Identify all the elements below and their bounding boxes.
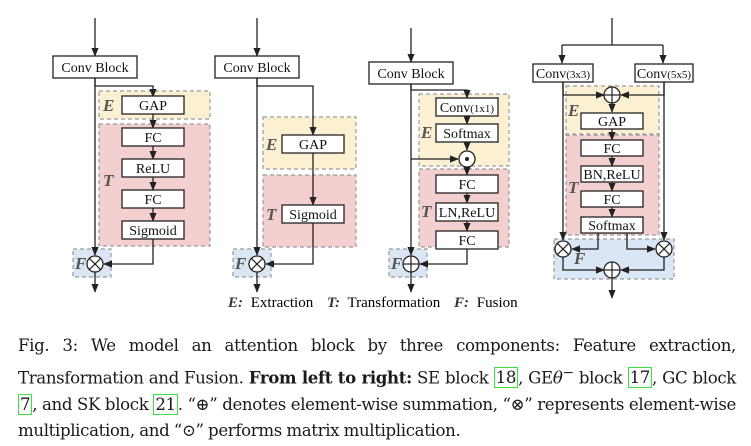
se-t-label: T [103, 171, 114, 190]
gc-conv1x1-box-label: Conv(1x1) [440, 101, 495, 116]
citation-link-21[interactable]: 21 [153, 393, 178, 415]
sk-bn-relu-box-label: BN,ReLU [583, 168, 640, 183]
gc-conv-block-label: Conv Block [377, 67, 444, 82]
ge-e-label: E [265, 135, 277, 154]
ge-conv-block-label: Conv Block [223, 61, 290, 76]
se-e-label: E [102, 96, 114, 115]
sk-attn-left-arrow [571, 233, 599, 253]
sk-multiply-right-operator-stroke [657, 242, 671, 256]
gc-matmul-operator-dot [465, 157, 469, 161]
caption-text-2: SE block [411, 368, 494, 388]
gc-f-label: F [390, 254, 403, 273]
svg-text:E: Extraction T:: E: Extraction T: Transformation F: Fusio… [227, 295, 518, 311]
sk-sum-left-arrow [562, 257, 605, 274]
sk-sum-right-arrow [620, 257, 665, 274]
gc-t-label: T [421, 202, 432, 221]
caption-text-6: , and SK block [32, 394, 154, 414]
sk-t-label: T [568, 178, 579, 197]
sk-e-label: E [567, 101, 579, 120]
gc-fc1-box-label: FC [458, 178, 475, 193]
legend-e-key: E: [227, 295, 243, 311]
citation-link-17[interactable]: 17 [627, 367, 652, 389]
ge-multiply-operator-stroke [250, 257, 264, 271]
sk-conv5x5-box-label: Conv(5x5) [637, 67, 692, 82]
caption-text-3: , GE [518, 368, 553, 388]
se-multiply-operator-stroke [88, 257, 102, 271]
ge-sigmoid-box-label: Sigmoid [289, 208, 336, 223]
se-fc1-box-label: FC [144, 131, 161, 146]
gc-softmax-box-label: Softmax [443, 127, 490, 142]
caption-sup: − [562, 364, 574, 381]
legend-t-text: Transformation [348, 295, 441, 311]
gc-ln-relu-box-label: LN,ReLU [439, 206, 495, 221]
sk-softmax-box-label: Softmax [588, 219, 635, 234]
ge-gap-box-label: GAP [299, 138, 327, 153]
legend-t-key: T: [327, 295, 340, 311]
se-attn-arrow [103, 239, 154, 268]
ge-f-label: F [234, 254, 247, 273]
sk-fc1-box-label: FC [603, 142, 620, 157]
se-relu-box-label: ReLU [136, 162, 170, 177]
gc-e-label: E [420, 123, 432, 142]
caption-prefix: Fig. 3: [18, 336, 78, 355]
se-fc2-box-label: FC [144, 193, 161, 208]
sk-f-label: F [573, 249, 586, 268]
ge-attn-arrow [265, 223, 314, 268]
sk-attn-right-arrow [626, 233, 656, 253]
caption-text-1: We model an attention block by three com… [18, 336, 736, 388]
legend-e-text: Extraction [251, 295, 314, 311]
se-conv-block-label: Conv Block [61, 61, 128, 76]
sk-multiply-left-operator-stroke [556, 242, 570, 256]
caption-text-7: . “⊕” denotes element-wise summation, “⊗… [18, 394, 737, 441]
caption-text-4: block [573, 368, 628, 388]
caption-bold: From left to right: [248, 367, 413, 388]
gc-fc2-box-label: FC [458, 234, 475, 249]
ge-t-label: T [266, 205, 277, 224]
caption-theta: θ [552, 368, 563, 388]
legend-f-key: F: [453, 295, 469, 311]
gc-attn-arrow [419, 249, 468, 268]
citation-link-18[interactable]: 18 [493, 367, 519, 389]
citation-link-7[interactable]: 7 [18, 393, 33, 415]
se-sigmoid-box-label: Sigmoid [129, 224, 176, 239]
legend-f-text: Fusion [477, 295, 518, 311]
se-f-label: F [74, 254, 87, 273]
se-gap-box-label: GAP [139, 99, 167, 114]
sk-softmax-box [580, 216, 644, 234]
figure-caption: Fig. 3: We model an attention block by t… [18, 333, 736, 445]
sk-fc2-box-label: FC [603, 193, 620, 208]
legend: E: Extraction T: Transformation F: Fusio… [227, 295, 518, 311]
sk-gap-box-label: GAP [598, 115, 626, 130]
sk-conv3x3-box-label: Conv(3x3) [536, 67, 591, 82]
caption-text-5: , GC block [651, 368, 736, 388]
